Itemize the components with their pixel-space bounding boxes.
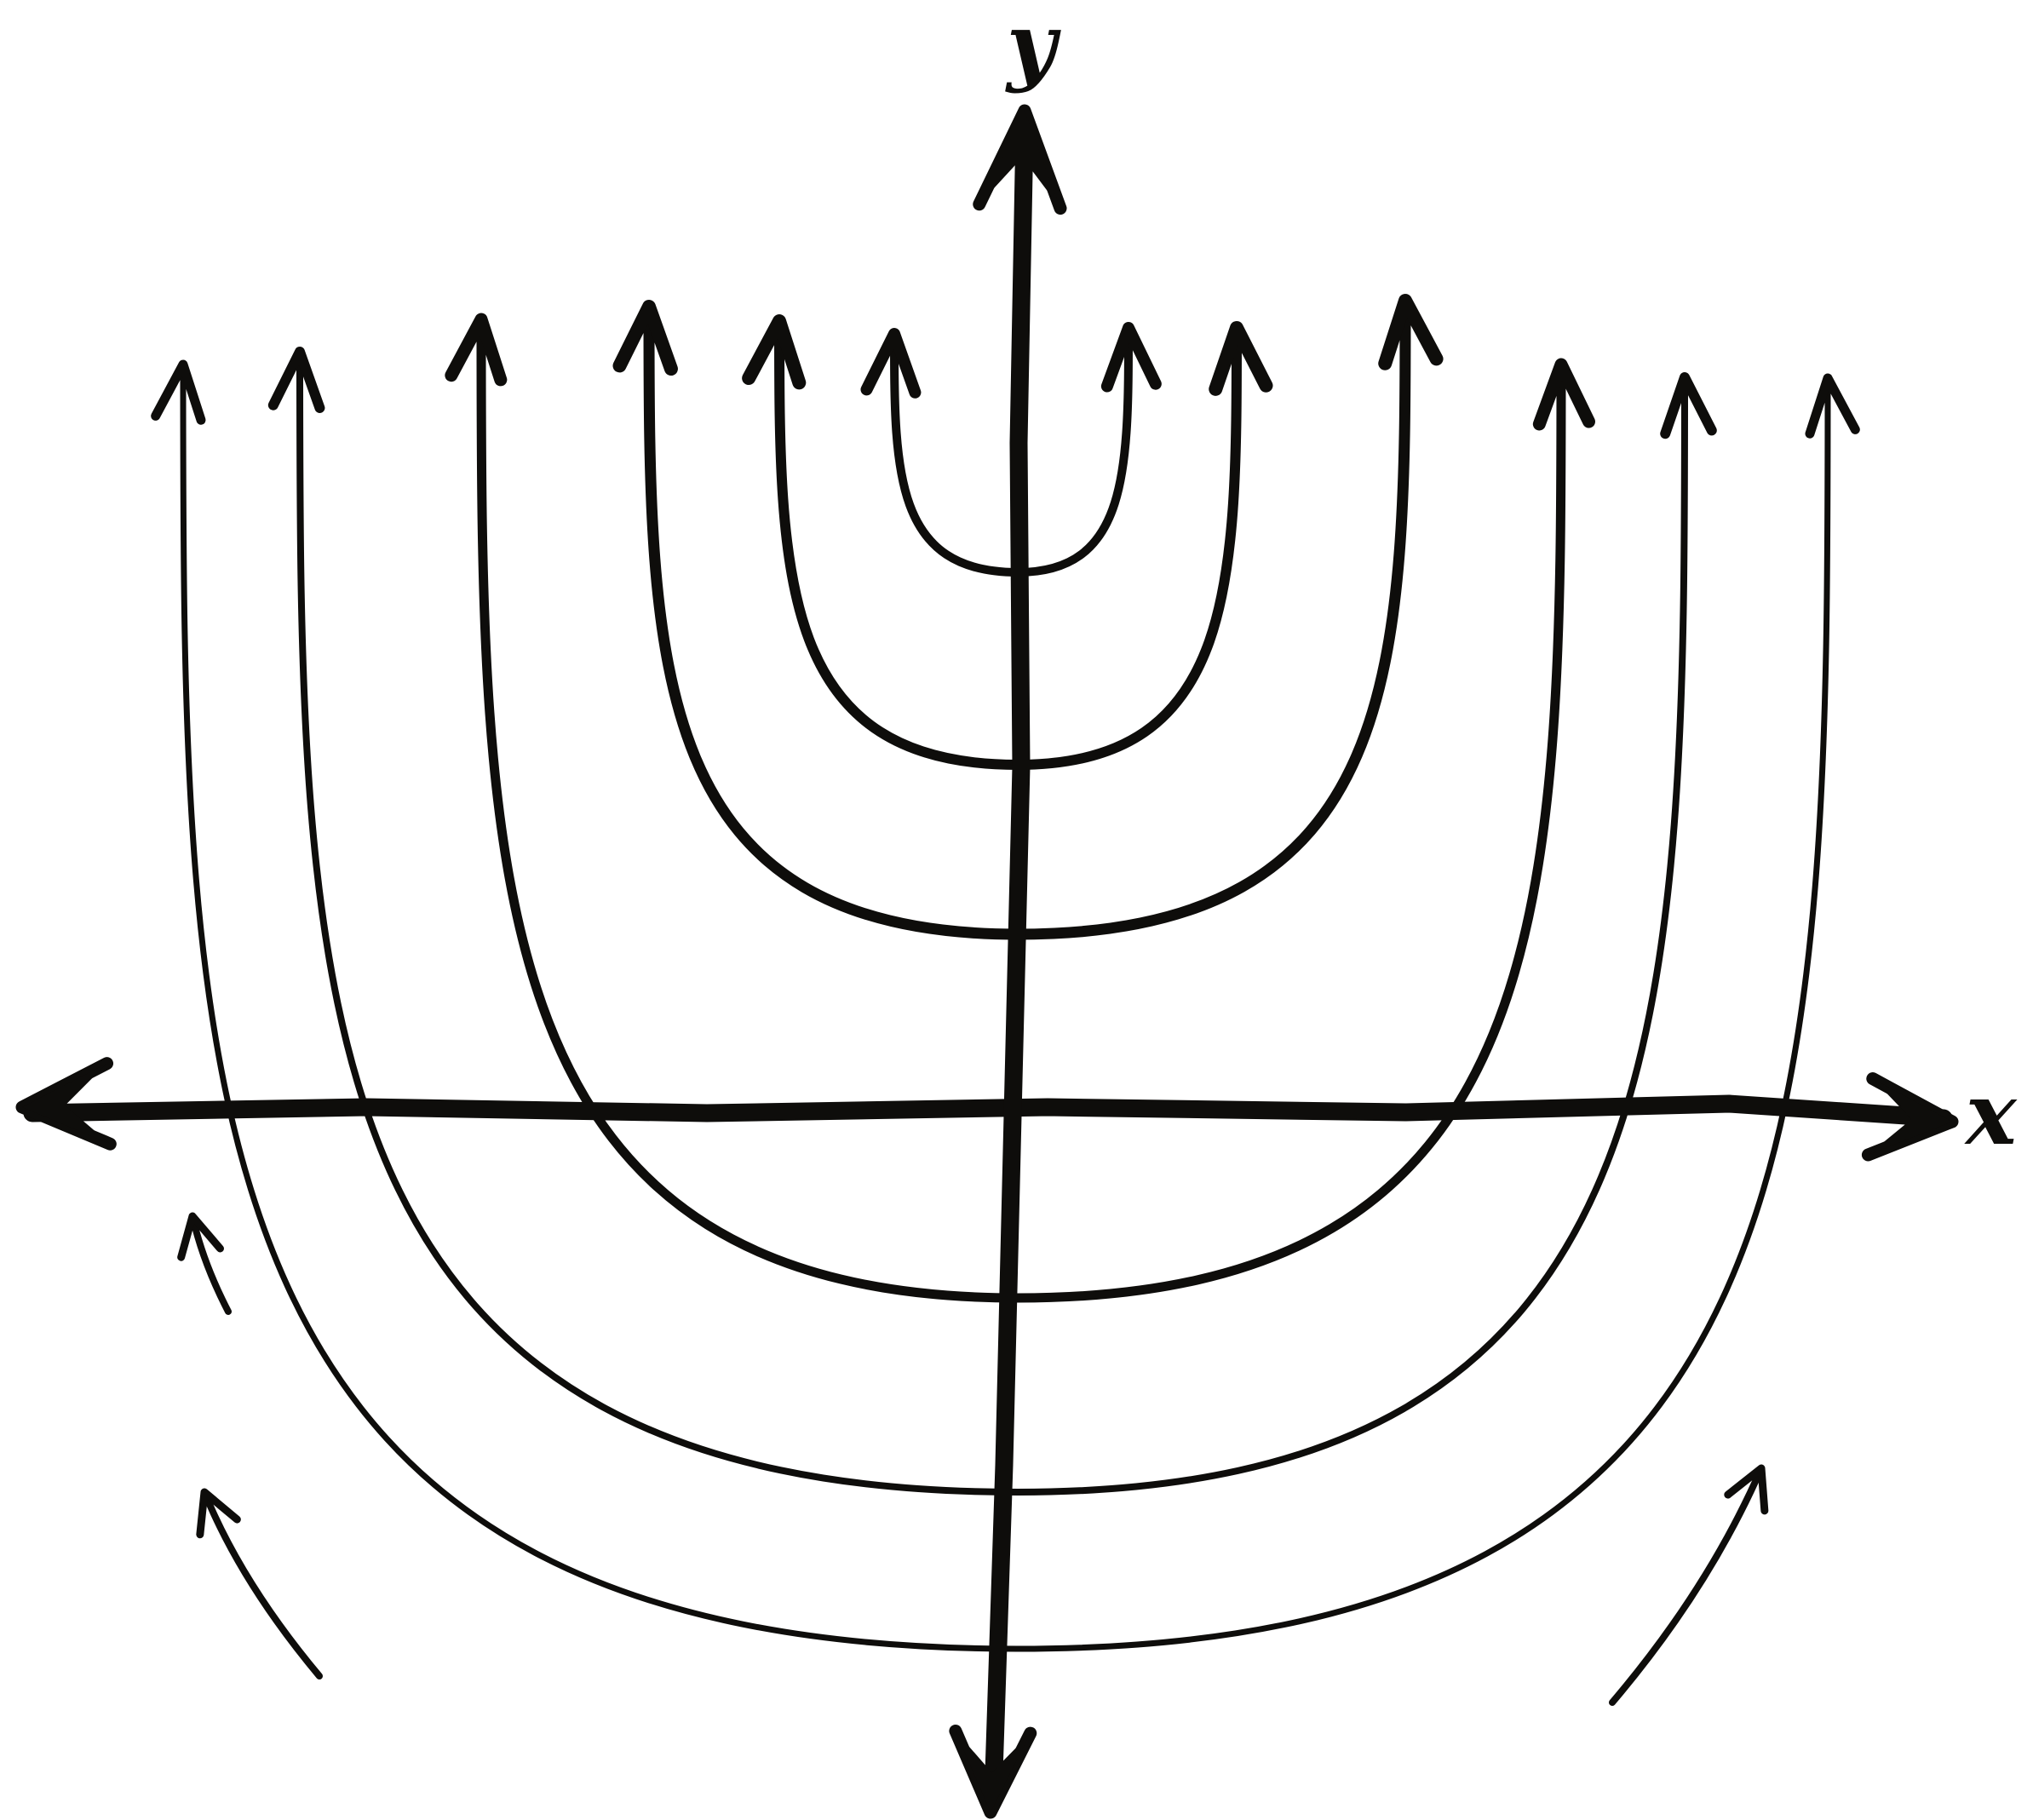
y-axis-arrowhead-bottom-fill (955, 1731, 1031, 1812)
solution-curve-6-arrowhead-right (1805, 373, 1860, 439)
solution-curve-1-arrowhead-right (1100, 322, 1162, 393)
y-axis-line (984, 118, 1034, 1808)
x-axis-arrowhead-right-fill (1868, 1078, 1952, 1155)
flow-arrow-left-lower (201, 1489, 323, 1679)
solution-curve-6 (180, 361, 1831, 1652)
flow-arrow-left-upper-arrowhead (177, 1212, 224, 1261)
solution-curve-3-arrowhead-right (1378, 294, 1444, 370)
solution-curve-4-arrowhead-left (445, 313, 508, 387)
flow-arrow-right-arrowhead (1724, 1464, 1769, 1515)
x-axis-arrowhead-left-fill (22, 1063, 111, 1145)
solution-curve-4-arrowhead-right (1532, 358, 1595, 431)
solution-curve-5-arrowhead-left (267, 347, 325, 413)
solution-curve-5 (296, 348, 1688, 1496)
y-axis-label: y (1007, 0, 1057, 95)
solution-curve-2-arrowhead-left (742, 314, 807, 390)
flow-arrow-right (1609, 1465, 1765, 1706)
flow-arrow-left-lower-arrowhead (196, 1488, 241, 1539)
solution-curve-3-arrowhead-left (612, 300, 678, 376)
solution-curve-1-arrowhead-left (860, 328, 922, 399)
x-axis-label: x (1966, 1064, 2017, 1164)
solution-curve-2 (774, 316, 1242, 770)
x-axis-line (23, 1094, 1953, 1128)
solution-curve-2-arrowhead-right (1209, 321, 1273, 396)
flow-arrow-left-upper (189, 1213, 232, 1315)
solution-curve-6-arrowhead-left (151, 359, 206, 425)
solution-curve-5-arrowhead-right (1660, 372, 1717, 439)
y-axis-arrowhead-top-fill (979, 111, 1061, 209)
